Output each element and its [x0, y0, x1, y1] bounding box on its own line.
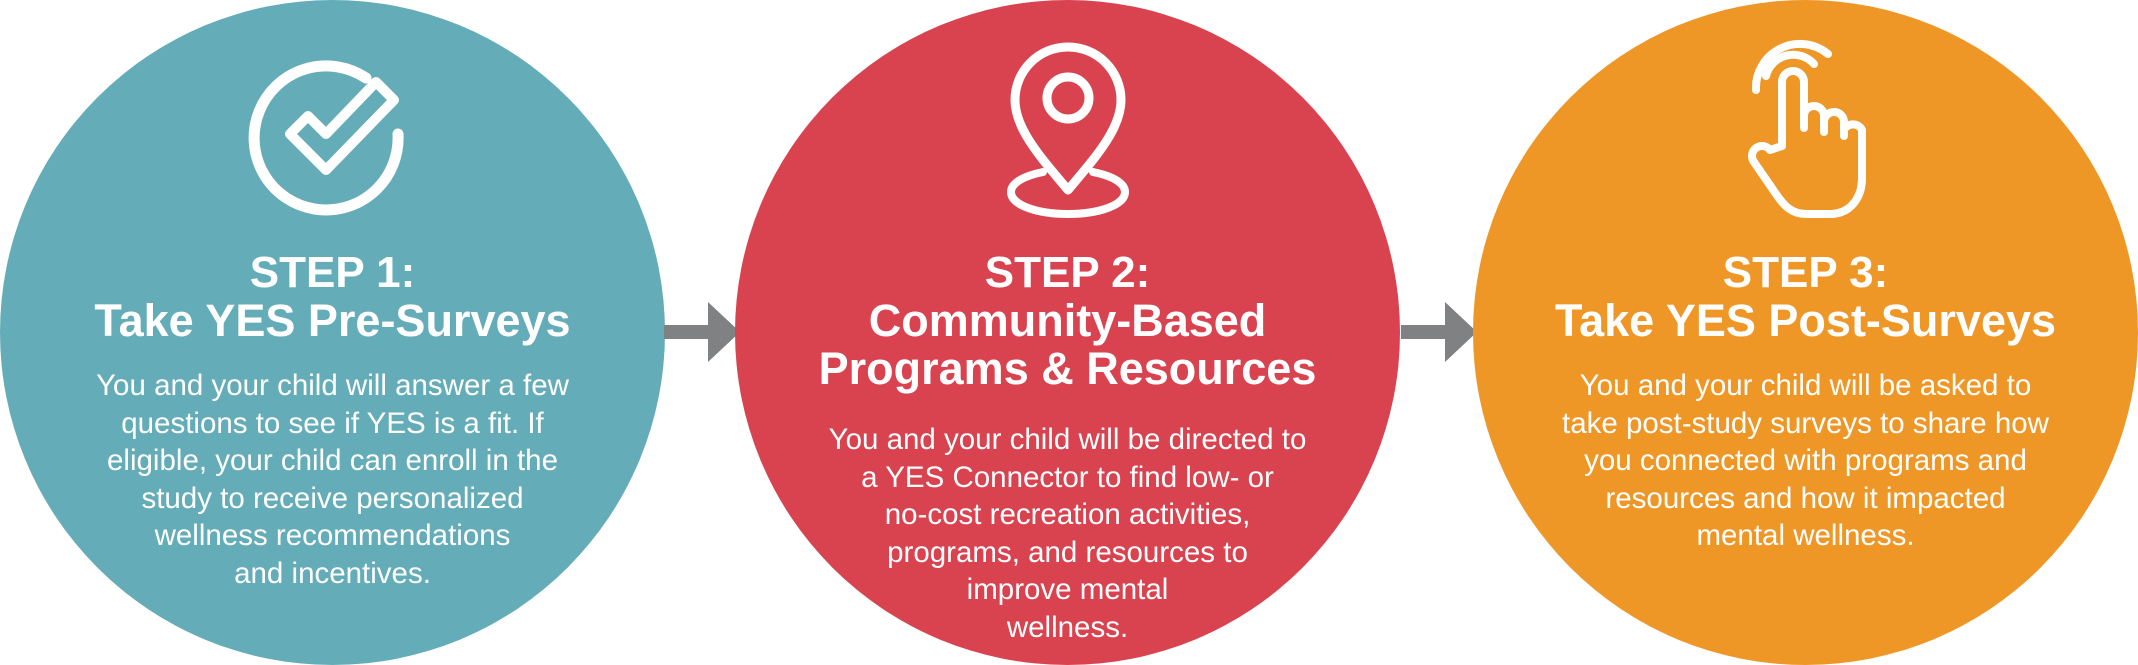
description-line: no-cost recreation activities, — [884, 498, 1251, 531]
step-title: Programs & Resources — [818, 343, 1317, 394]
step-title: Community-Based — [868, 295, 1267, 346]
step-1-circle: STEP 1: Take YES Pre-Surveys You and you… — [0, 0, 665, 665]
description-line: wellness. — [1006, 610, 1129, 644]
description-line: programs, and resources to — [887, 535, 1248, 569]
step-3-heading: STEP 3: Take YES Post-Surveys — [1473, 249, 2138, 345]
description-line: and incentives. — [234, 556, 431, 590]
description-line: take post-study surveys to share how — [1562, 406, 2049, 440]
description-line: you connected with programs and — [1584, 444, 2027, 477]
step-title: Take YES Pre-Surveys — [94, 295, 571, 346]
description-line: resources and how it impacted — [1605, 481, 2006, 515]
step-2-heading: STEP 2: Community-Based Programs & Resou… — [735, 249, 1400, 393]
description-line: study to receive personalized — [141, 481, 524, 515]
description-line: You and your child will be directed to — [828, 423, 1307, 456]
location-pin-icon — [1003, 40, 1133, 220]
step-label: STEP 1: — [249, 248, 416, 297]
step-label: STEP 3: — [1722, 248, 1889, 297]
arrow-right-icon — [664, 302, 740, 362]
description-line: improve mental — [966, 573, 1169, 606]
step-title: Take YES Post-Surveys — [1554, 295, 2057, 346]
step-2-description: You and your child will be directed to a… — [768, 421, 1368, 646]
arrow-right-icon — [1401, 302, 1477, 362]
description-line: wellness recommendations — [154, 519, 511, 552]
checkmark-circle-icon — [248, 52, 418, 222]
description-line: eligible, your child can enroll in the — [107, 444, 558, 477]
step-label: STEP 2: — [984, 248, 1151, 297]
tap-hand-icon — [1746, 38, 1866, 223]
step-1-heading: STEP 1: Take YES Pre-Surveys — [0, 249, 665, 345]
step-2-circle: STEP 2: Community-Based Programs & Resou… — [735, 0, 1400, 665]
description-line: a YES Connector to find low- or — [861, 460, 1274, 494]
step-3-description: You and your child will be asked to take… — [1506, 367, 2106, 555]
description-line: You and your child will answer a few — [96, 369, 569, 402]
description-line: mental wellness. — [1696, 519, 1915, 552]
step-1-description: You and your child will answer a few que… — [33, 367, 633, 592]
description-line: questions to see if YES is a fit. If — [121, 406, 544, 440]
description-line: You and your child will be asked to — [1579, 369, 2032, 402]
step-3-circle: STEP 3: Take YES Post-Surveys You and yo… — [1473, 0, 2138, 665]
